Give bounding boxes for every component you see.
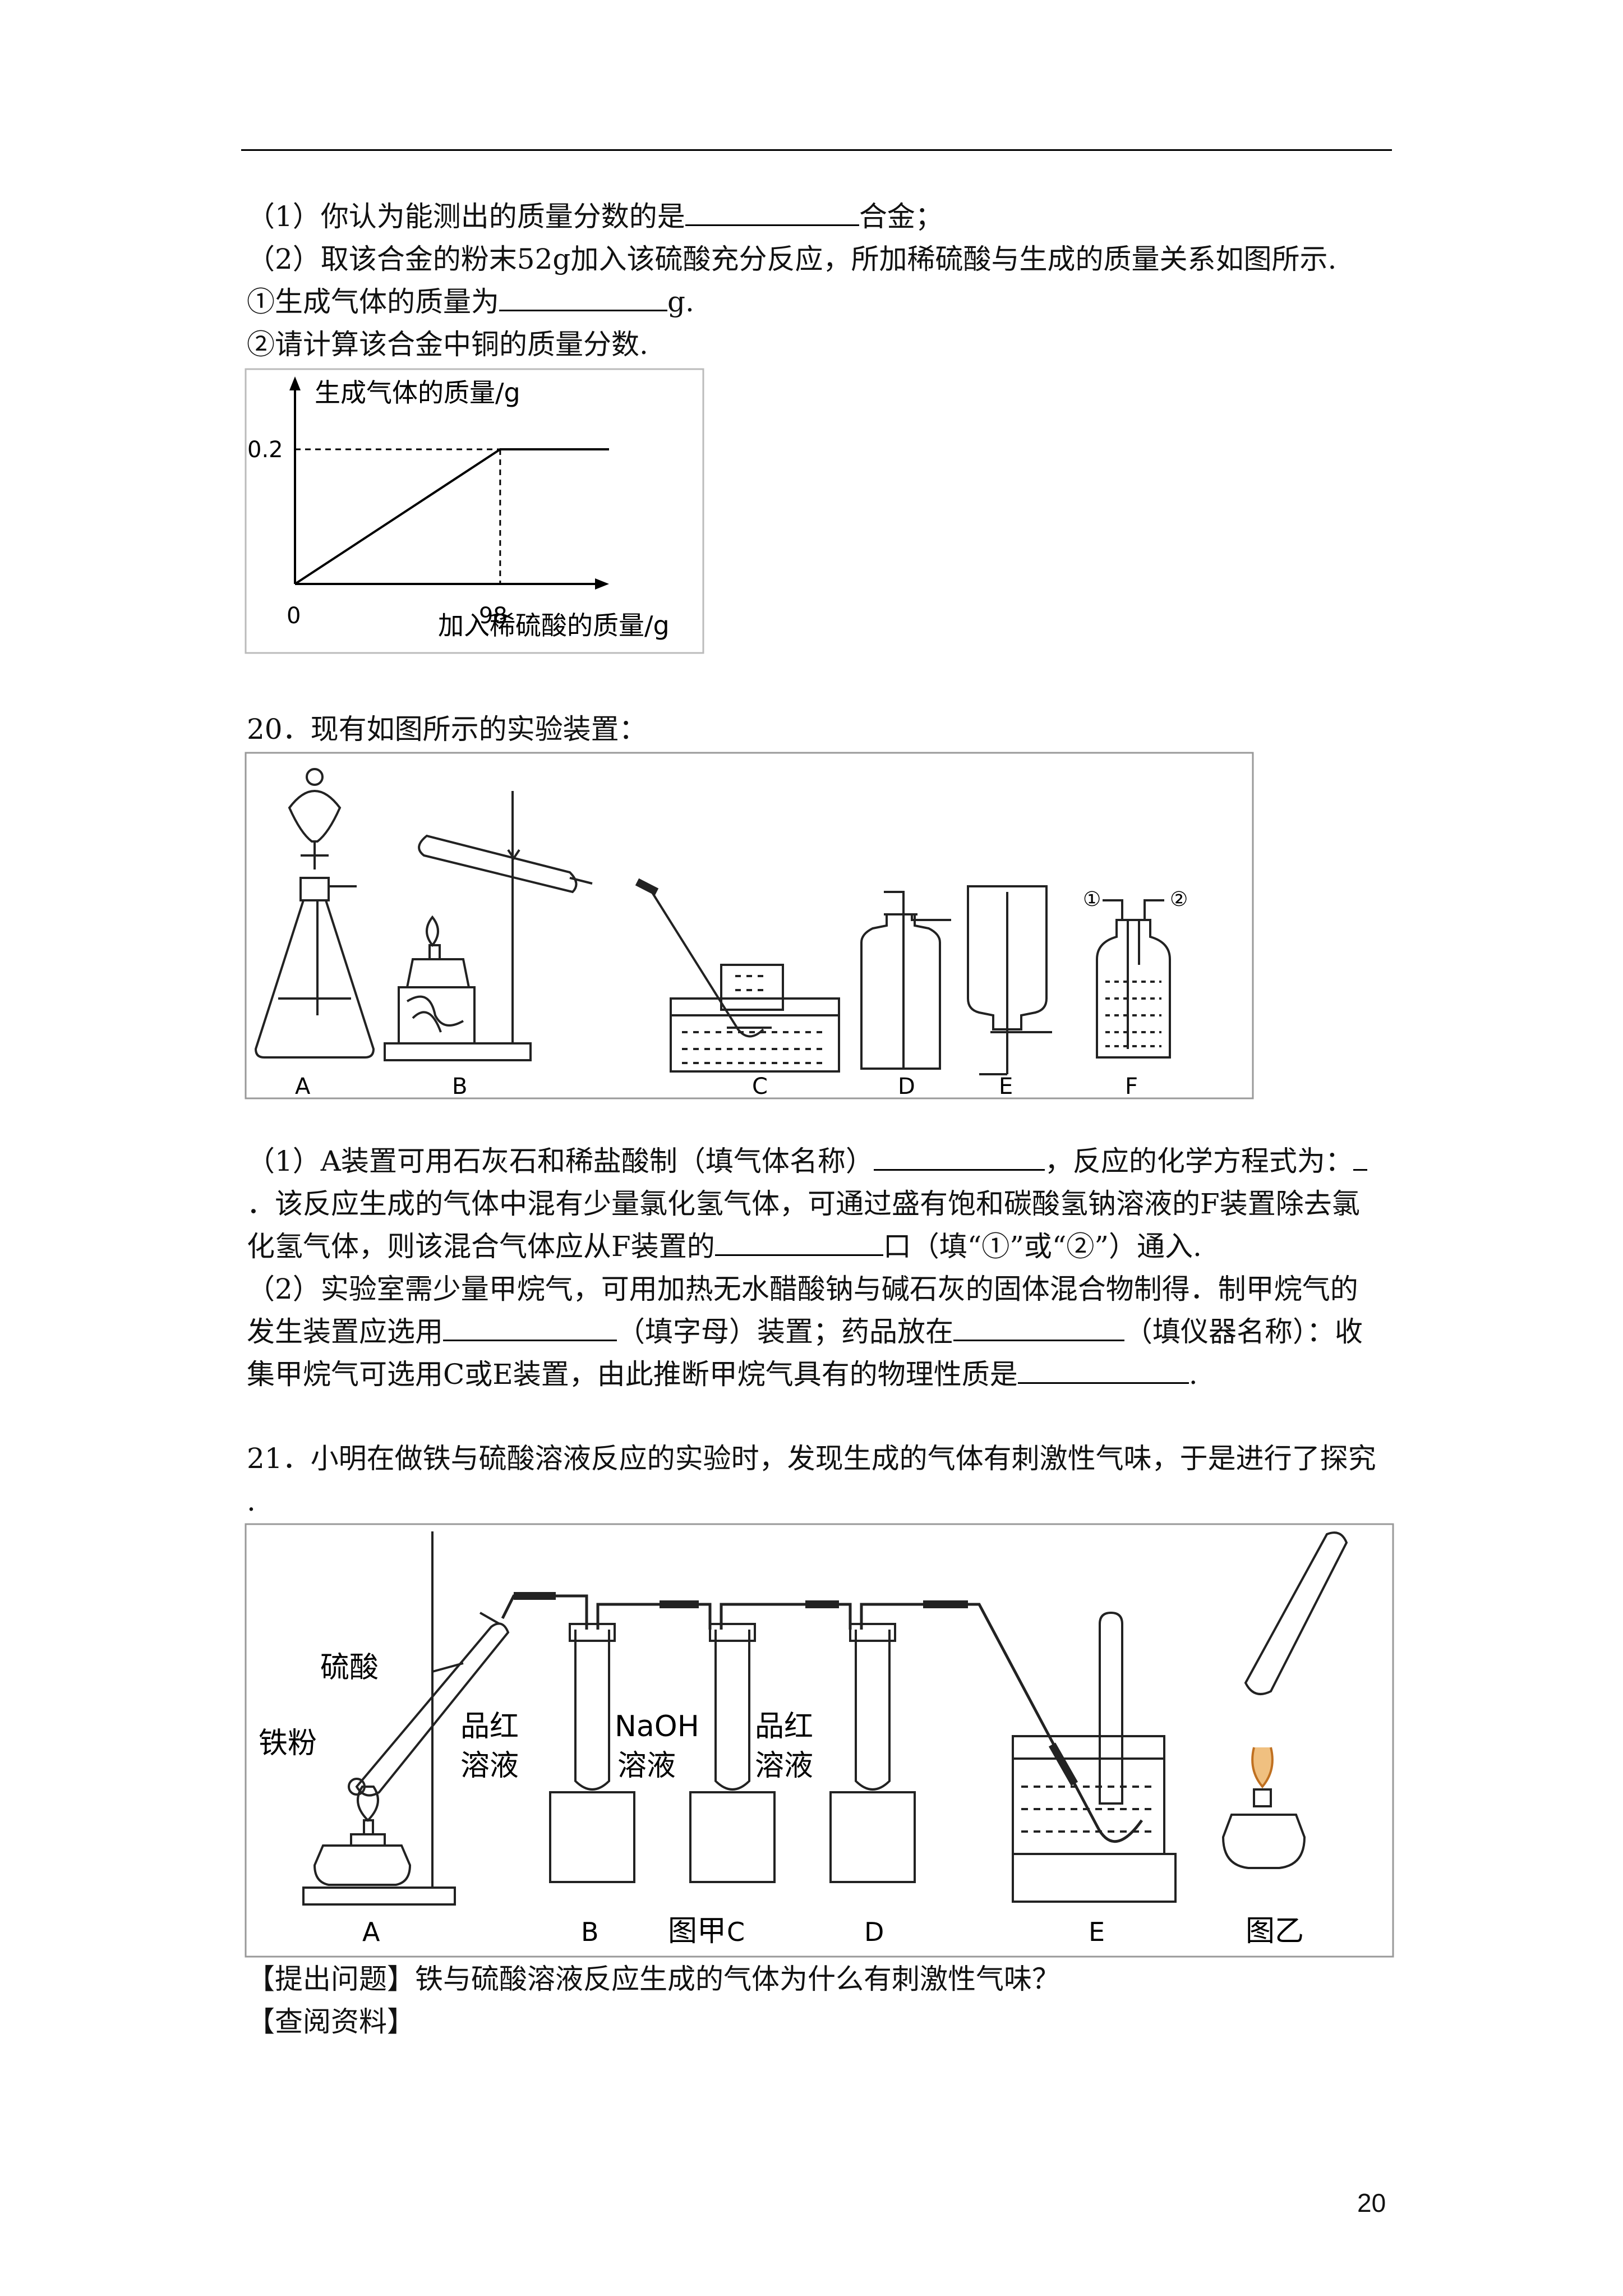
apparatus-c <box>635 878 840 1073</box>
q19-part1: （1）你认为能测出的质量分数的是 合金； <box>247 200 943 233</box>
figure-b-apparatus <box>1221 1531 1348 1869</box>
chart-xlabel: 加入稀硫酸的质量/g <box>438 610 670 641</box>
port-1-label: ① <box>1083 888 1101 911</box>
x-axis-arrow <box>595 578 609 590</box>
q20-line3-pre: 化氢气体，则该混合气体应从F装置的 <box>247 1230 715 1263</box>
label-b: B <box>581 1917 599 1947</box>
solution-label-c: 溶液 <box>617 1749 676 1783</box>
q20-line1: （1）A装置可用石灰石和稀盐酸制（填气体名称） ，反应的化学方程式为： <box>247 1144 1367 1178</box>
label-e: E <box>1089 1917 1105 1947</box>
label-f: F <box>1125 1074 1138 1099</box>
answer-blank <box>714 1232 883 1256</box>
q19-part1-post: 合金； <box>859 200 943 233</box>
label-b: B <box>452 1074 467 1099</box>
y-tick-label: 0.2 <box>247 437 283 463</box>
q19-part3: ①生成气体的质量为 g. <box>247 285 694 319</box>
answer-blank <box>499 287 667 311</box>
solution-label-b: 溶液 <box>460 1749 519 1783</box>
q21-title-end: . <box>247 1485 256 1517</box>
apparatus-a <box>302 1531 510 1906</box>
chart-frame <box>245 368 704 654</box>
label-d: D <box>864 1917 884 1947</box>
label-c: C <box>752 1074 768 1099</box>
label-a: A <box>295 1074 311 1099</box>
chart-ylabel: 生成气体的质量/g <box>315 378 520 408</box>
page-number: 20 <box>1357 2188 1386 2217</box>
q20-line5-post: （填仪器名称）：收 <box>1124 1315 1363 1348</box>
sulfuric-acid-label: 硫酸 <box>320 1651 379 1685</box>
q20-line3-post: 口（填“①”或“②”）通入. <box>883 1230 1202 1263</box>
q21-question: 【提出问题】铁与硫酸溶液反应生成的气体为什么有刺激性气味？ <box>247 1963 1060 1995</box>
apparatus-figure-21: 硫酸 铁粉 品红 溶液 NaOH 溶液 品红 溶液 <box>245 1523 1394 1958</box>
apparatus-e <box>967 885 1052 1075</box>
apparatus-e <box>1012 1611 1177 1903</box>
x-tick-label: 0 <box>287 603 301 629</box>
test-tubes <box>549 1623 916 1883</box>
q19-part1-pre: （1）你认为能测出的质量分数的是 <box>247 200 685 233</box>
label-c: C <box>727 1917 745 1947</box>
apparatus-d <box>860 891 951 1070</box>
label-e: E <box>999 1074 1013 1099</box>
q21-title: 21．小明在做铁与硫酸溶液反应的实验时，发现生成的气体有刺激性气味，于是进行了探… <box>247 1442 1376 1475</box>
answer-blank <box>1353 1147 1367 1171</box>
answer-blank <box>443 1317 617 1341</box>
q20-line2: ．该反应生成的气体中混有少量氯化氢气体，可通过盛有饱和碳酸氢钠溶液的F装置除去氯 <box>247 1188 1360 1220</box>
apparatus-a <box>254 768 375 1059</box>
pinred-label-d: 品红 <box>755 1710 813 1743</box>
q21-consult: 【查阅资料】 <box>247 2005 415 2038</box>
q20-title: 20．现有如图所示的实验装置： <box>247 713 647 746</box>
q20-line5-pre: 发生装置应选用 <box>247 1315 443 1348</box>
q20-line6-post: . <box>1188 1358 1198 1391</box>
q20-line5-mid: （填字母）装置；药品放在 <box>617 1315 953 1348</box>
gas-mass-chart: 生成气体的质量/g 加入稀硫酸的质量/g 0 98 0.2 <box>245 368 704 654</box>
q19-part4: ②请计算该合金中铜的质量分数. <box>247 328 648 361</box>
label-d: D <box>898 1074 915 1099</box>
q19-part2: （2）取该合金的粉末52g加入该硫酸充分反应，所加稀硫酸与生成的质量关系如图所示… <box>247 243 1337 275</box>
apparatus-f <box>1096 899 1171 1059</box>
q20-line6: 集甲烷气可选用C或E装置，由此推断甲烷气具有的物理性质是. <box>247 1358 1198 1391</box>
label-a: A <box>362 1917 380 1947</box>
header-rule <box>241 149 1392 151</box>
x-tick-label: 98 <box>479 603 508 629</box>
naoh-label: NaOH <box>615 1710 699 1743</box>
q20-line6-pre: 集甲烷气可选用C或E装置，由此推断甲烷气具有的物理性质是 <box>247 1358 1018 1391</box>
q19-part3-pre: ①生成气体的质量为 <box>247 286 499 318</box>
solution-label-d: 溶液 <box>755 1749 813 1783</box>
q20-line1-pre: （1）A装置可用石灰石和稀盐酸制（填气体名称） <box>247 1145 874 1177</box>
answer-blank <box>685 202 859 226</box>
port-2-label: ② <box>1170 888 1188 911</box>
pinred-label-b: 品红 <box>460 1710 519 1743</box>
q20-line1-post: ，反应的化学方程式为： <box>1044 1145 1353 1177</box>
answer-blank <box>1017 1360 1189 1384</box>
answer-blank <box>873 1147 1045 1171</box>
answer-blank <box>953 1317 1124 1341</box>
apparatus-figure-20: ① ② A B C D E F <box>245 752 1254 1099</box>
q20-line3: 化氢气体，则该混合气体应从F装置的 口（填“①”或“②”）通入. <box>247 1230 1202 1263</box>
q20-line5: 发生装置应选用 （填字母）装置；药品放在 （填仪器名称）：收 <box>247 1315 1363 1349</box>
q19-part3-post: g. <box>667 286 694 318</box>
q20-line4: （2）实验室需少量甲烷气，可用加热无水醋酸钠与碱石灰的固体混合物制得．制甲烷气的 <box>247 1273 1358 1305</box>
figure-a-caption: 图甲 <box>668 1915 726 1948</box>
y-axis-arrow <box>289 376 301 390</box>
apparatus-b <box>384 791 593 1061</box>
iron-powder-label: 铁粉 <box>259 1727 317 1760</box>
figure-b-caption: 图乙 <box>1246 1915 1304 1948</box>
